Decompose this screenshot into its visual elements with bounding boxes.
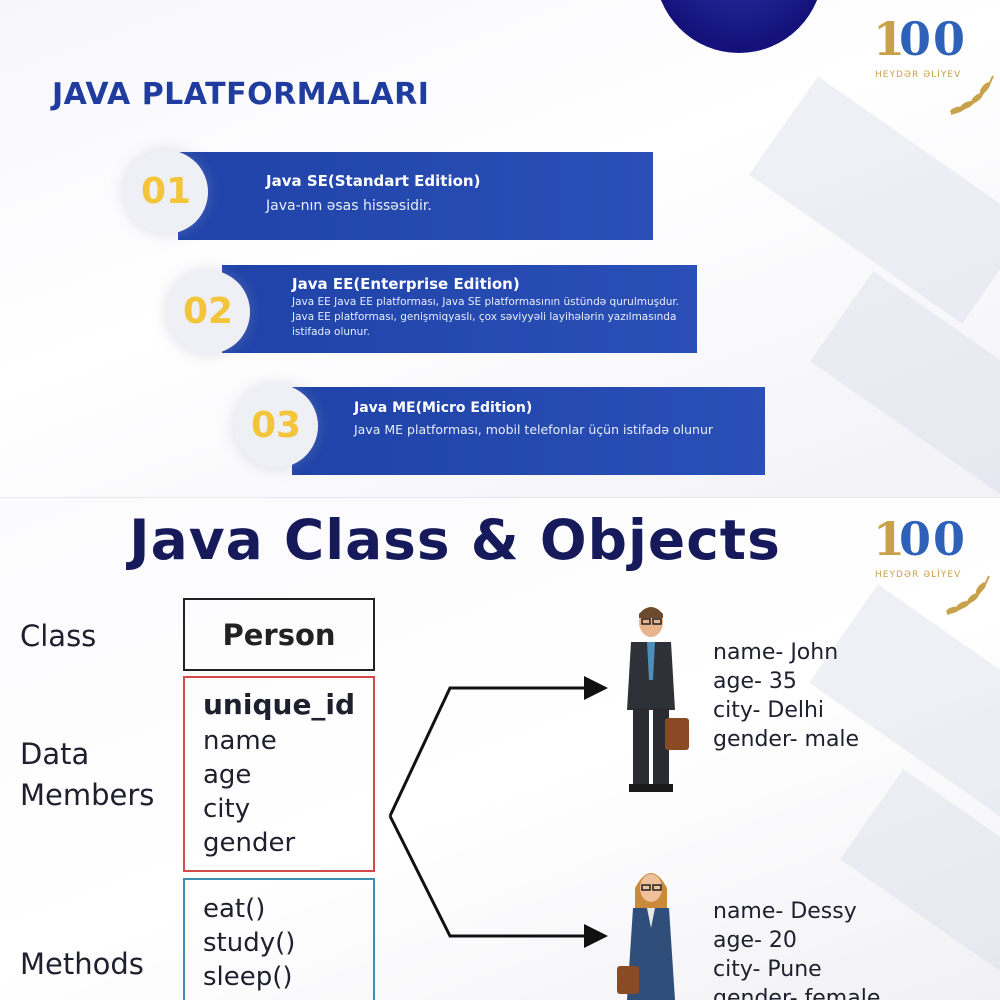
object-field: gender- male [713,727,860,752]
data-members-box: unique_id name age city gender [183,676,375,872]
arrow-head-upper [584,676,608,700]
number-badge: 01 [124,150,208,234]
member-name: name [203,726,277,756]
logo-digit: 0 [899,12,931,66]
arrow-head-lower [584,924,608,948]
label-methods: Methods [20,947,144,981]
object-field: city- Delhi [713,698,825,723]
instantiation-arrows [388,676,608,948]
logo-caption: HEYDƏR ƏLİYEV [875,70,962,80]
class-box: Person [183,598,375,671]
method-study: study() [203,928,296,958]
platform-description: Java-nın əsas hissəsidir. [266,198,432,214]
methods-box: eat() study() sleep() [183,878,375,1000]
logo-digit: 1 [873,12,905,66]
arrow-line-lower [388,815,590,938]
object-field: city- Pune [713,957,822,982]
platform-description: Java ME platforması, mobil telefonlar üç… [354,422,714,437]
woman-figure-icon [617,873,675,1000]
logo-digit: 0 [933,12,965,66]
arrow-line-upper [388,686,590,817]
laurel-icon [946,575,990,615]
platform-item-ee: Java EE(Enterprise Edition) Java EE Java… [222,265,697,353]
member-city: city [203,794,251,824]
logo-caption: HEYDƏR ƏLİYEV [875,570,962,580]
laurel-icon [950,75,994,115]
platform-heading: Java EE(Enterprise Edition) [292,275,520,293]
member-gender: gender [203,828,296,858]
platform-item-me: Java ME(Micro Edition) Java ME platforma… [292,387,765,475]
slide-java-platforms: 1 0 0 HEYDƏR ƏLİYEV JAVA PLATFORMALARI J… [0,0,1000,498]
method-eat: eat() [203,894,266,924]
platform-heading: Java SE(Standart Edition) [266,172,481,190]
object-field: age- 20 [713,928,797,953]
number-badge: 02 [166,270,250,354]
slide-java-class-objects: Java Class & Objects 1 0 0 HEYDƏR ƏLİYEV… [0,498,1000,1000]
anniversary-logo: 1 0 0 HEYDƏR ƏLİYEV [873,12,1000,115]
object-dessy-details: name- Dessy age- 20 city- Pune gender- f… [713,897,880,1000]
object-field: gender- female [713,986,881,1000]
logo-digit: 0 [933,512,965,566]
anniversary-logo: 1 0 0 HEYDƏR ƏLİYEV [873,512,1000,615]
man-figure-icon [627,607,689,792]
member-age: age [203,760,252,790]
platform-description: Java EE Java EE platforması, Java SE pla… [292,296,680,338]
label-members: Members [20,778,155,812]
slide-title: JAVA PLATFORMALARI [52,77,430,112]
platform-heading: Java ME(Micro Edition) [354,400,533,416]
number-badge: 03 [234,384,318,468]
logo-digit: 0 [899,512,931,566]
object-john-details: name- John age- 35 city- Delhi gender- m… [713,638,859,754]
member-unique-id: unique_id [203,688,356,721]
object-field: name- Dessy [713,899,857,924]
decorative-circle [655,0,823,53]
method-sleep: sleep() [203,962,293,992]
label-class: Class [20,619,97,653]
logo-digit: 1 [873,512,905,566]
object-field: name- John [713,640,839,665]
slide-title: Java Class & Objects [129,508,781,572]
class-name: Person [222,618,336,652]
object-field: age- 35 [713,669,797,694]
label-data: Data [20,737,90,771]
platform-item-se: Java SE(Standart Edition) Java-nın əsas … [178,152,653,240]
